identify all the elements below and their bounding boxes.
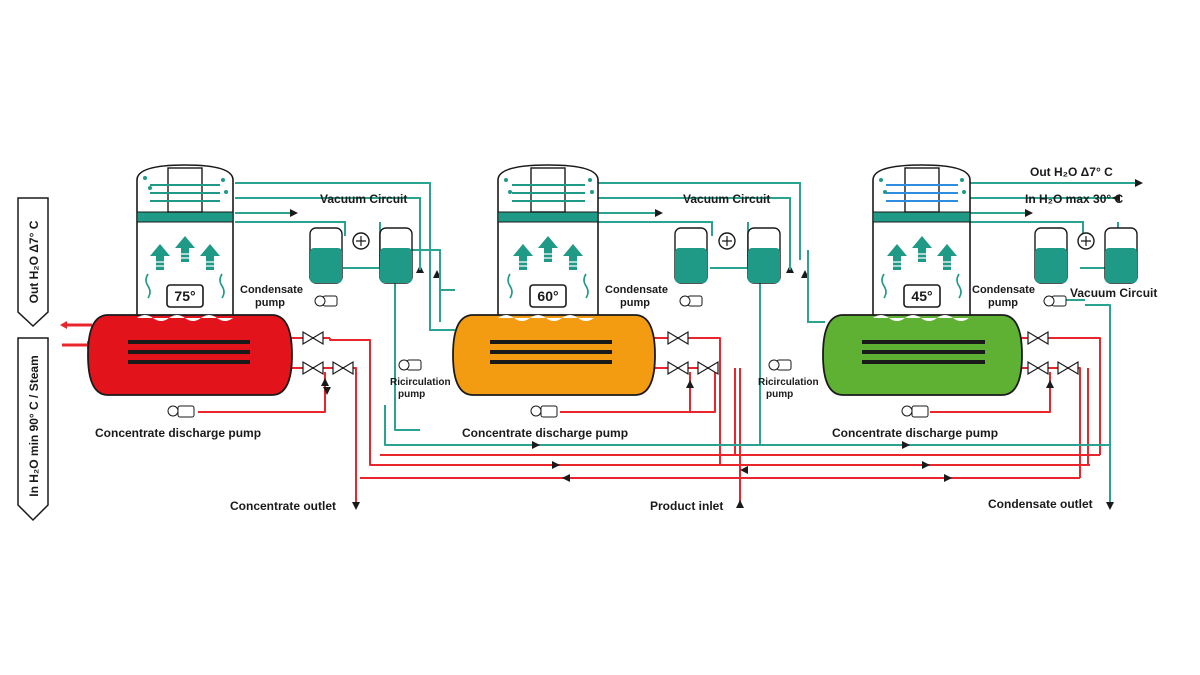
recirculation-pump-label: Ricirculation <box>758 377 819 388</box>
out-water-label: Out H₂O Δ7° C <box>1030 165 1113 179</box>
condensate-pump-label: Condensate <box>605 284 668 296</box>
stage-1: 75° Vacuum Circuit Conde <box>87 164 455 440</box>
side-banner-in: In H₂O min 90° C / Steam <box>17 337 49 522</box>
stage-temp: 45° <box>911 288 932 304</box>
stage-temp: 60° <box>537 288 558 304</box>
pump-icon <box>679 295 703 307</box>
side-banner-out: Out H₂O Δ7° C <box>17 197 49 328</box>
stage-2: 60° Vacuum Circuit Condensate pump Conce… <box>429 164 825 440</box>
pump-icon <box>901 405 929 418</box>
side-label-in: In H₂O min 90° C / Steam <box>27 355 41 497</box>
pump-icon <box>314 295 338 307</box>
pipe-network <box>198 250 1111 505</box>
steam-icon <box>145 273 225 299</box>
vacuum-pump-icon <box>1077 232 1095 250</box>
pump-icon <box>768 359 792 371</box>
concentrate-outlet-label: Concentrate outlet <box>230 499 336 513</box>
steam-icon <box>881 273 962 299</box>
recirculation-pump-label: pump <box>766 389 793 400</box>
pump-icon <box>1043 295 1067 307</box>
condensate-pump-label: pump <box>255 297 285 309</box>
recirculation-pump-label: Ricirculation <box>390 377 451 388</box>
stage-temp: 75° <box>174 288 195 304</box>
recirculation-pump-1: Ricirculation pump <box>390 359 451 400</box>
vacuum-pump-icon <box>718 232 736 250</box>
discharge-pump-label: Concentrate discharge pump <box>462 426 628 440</box>
condensate-pump-label: pump <box>620 297 650 309</box>
product-inlet-label: Product inlet <box>650 499 723 513</box>
condensate-outlet-label: Condensate outlet <box>988 497 1093 511</box>
condensate-pump-label: Condensate <box>972 284 1035 296</box>
recirculation-pump-label: pump <box>398 389 425 400</box>
side-label-out: Out H₂O Δ7° C <box>27 220 41 303</box>
vacuum-circuit-label: Vacuum Circuit <box>683 192 770 206</box>
pump-icon <box>167 405 195 418</box>
vacuum-circuit-label: Vacuum Circuit <box>1070 286 1157 300</box>
vacuum-pump-icon <box>352 232 370 250</box>
pump-icon <box>530 405 558 418</box>
valve-icon <box>1027 330 1079 376</box>
steam-icon <box>507 273 589 299</box>
discharge-pump-label: Concentrate discharge pump <box>832 426 998 440</box>
valve-icon <box>302 330 354 376</box>
recirculation-pump-2: Ricirculation pump <box>758 359 819 400</box>
in-water-label: In H₂O max 30° C <box>1025 192 1123 206</box>
stage-3: 45° Condensate pump Vacuum Circuit Conce… <box>822 164 1157 440</box>
vacuum-circuit-label: Vacuum Circuit <box>320 192 407 206</box>
discharge-pump-label: Concentrate discharge pump <box>95 426 261 440</box>
condensate-pump-label: Condensate <box>240 284 303 296</box>
pump-icon <box>398 359 422 371</box>
valve-icon <box>667 330 719 376</box>
condensate-pump-label: pump <box>988 297 1018 309</box>
